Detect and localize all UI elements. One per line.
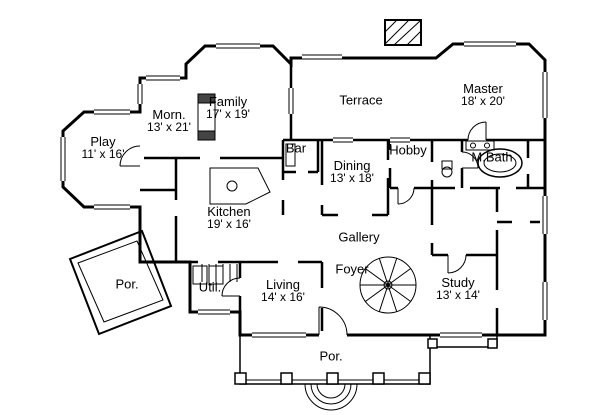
room-label-living: Living 14' x 16' [261, 278, 305, 304]
room-name: Morn. [152, 107, 186, 122]
outer-walls [61, 42, 547, 337]
room-label-gallery: Gallery [338, 231, 379, 244]
windows [60, 41, 548, 338]
room-label-master-bath: M.Bath [471, 151, 512, 164]
room-dims: 13' x 21' [147, 120, 191, 134]
spiral-staircase [359, 256, 417, 314]
room-name: Study [441, 275, 475, 290]
kitchen-island [209, 167, 271, 205]
room-label-foyer: Foyer [335, 263, 368, 276]
room-dims: 13' x 18' [330, 171, 374, 185]
room-dims: 19' x 16' [207, 217, 251, 231]
bathtub [477, 148, 523, 178]
room-dims: 14' x 16' [261, 290, 305, 304]
room-name: Dining [333, 158, 371, 173]
front-porch [234, 335, 431, 411]
room-label-hobby: Hobby [389, 144, 427, 157]
room-label-family: Family 17' x 19' [206, 95, 250, 121]
side-porch-right [427, 335, 498, 349]
porch-steps [304, 383, 358, 411]
fixtures [192, 93, 523, 285]
room-name: Foyer [335, 261, 369, 277]
room-name: M.Bath [471, 149, 513, 165]
angled-porch [68, 229, 173, 336]
chimney [384, 19, 422, 46]
room-label-morning: Morn. 13' x 21' [147, 108, 191, 134]
room-label-kitchen: Kitchen 19' x 16' [207, 205, 251, 231]
room-name: Por. [115, 276, 139, 292]
room-label-utility: Util. [199, 281, 221, 294]
bath-vanity [465, 140, 495, 151]
room-name: Por. [319, 348, 343, 364]
room-name: Bar [285, 140, 307, 156]
room-dims: 11' x 16' [81, 147, 125, 161]
room-label-bar: Bar [286, 142, 306, 155]
room-label-dining: Dining 13' x 18' [330, 159, 374, 185]
room-name: Gallery [338, 229, 380, 245]
room-name: Hobby [389, 142, 427, 158]
room-name: Kitchen [207, 204, 251, 219]
room-name: Util. [198, 279, 222, 295]
room-dims: 17' x 19' [206, 107, 250, 121]
toilet [441, 160, 453, 178]
door-gaps [136, 88, 486, 339]
room-name: Living [266, 277, 300, 292]
room-label-play: Play 11' x 16' [81, 135, 124, 161]
room-name: Play [90, 134, 116, 149]
room-label-porch-front: Por. [319, 350, 342, 363]
window-gaps [58, 39, 550, 340]
room-name: Master [463, 81, 503, 96]
room-name: Terrace [339, 92, 383, 108]
room-label-study: Study 13' x 14' [436, 276, 480, 302]
room-dims: 13' x 14' [436, 288, 480, 302]
morning-room-table [197, 93, 216, 141]
bar-counter [285, 143, 296, 167]
interior-walls [140, 64, 545, 335]
room-dims: 18' x 20' [461, 94, 505, 108]
room-label-porch-left: Por. [115, 278, 138, 291]
room-name: Family [208, 94, 248, 109]
room-label-terrace: Terrace [339, 94, 382, 107]
room-label-master: Master 18' x 20' [461, 82, 505, 108]
utility-appliances [192, 265, 224, 285]
